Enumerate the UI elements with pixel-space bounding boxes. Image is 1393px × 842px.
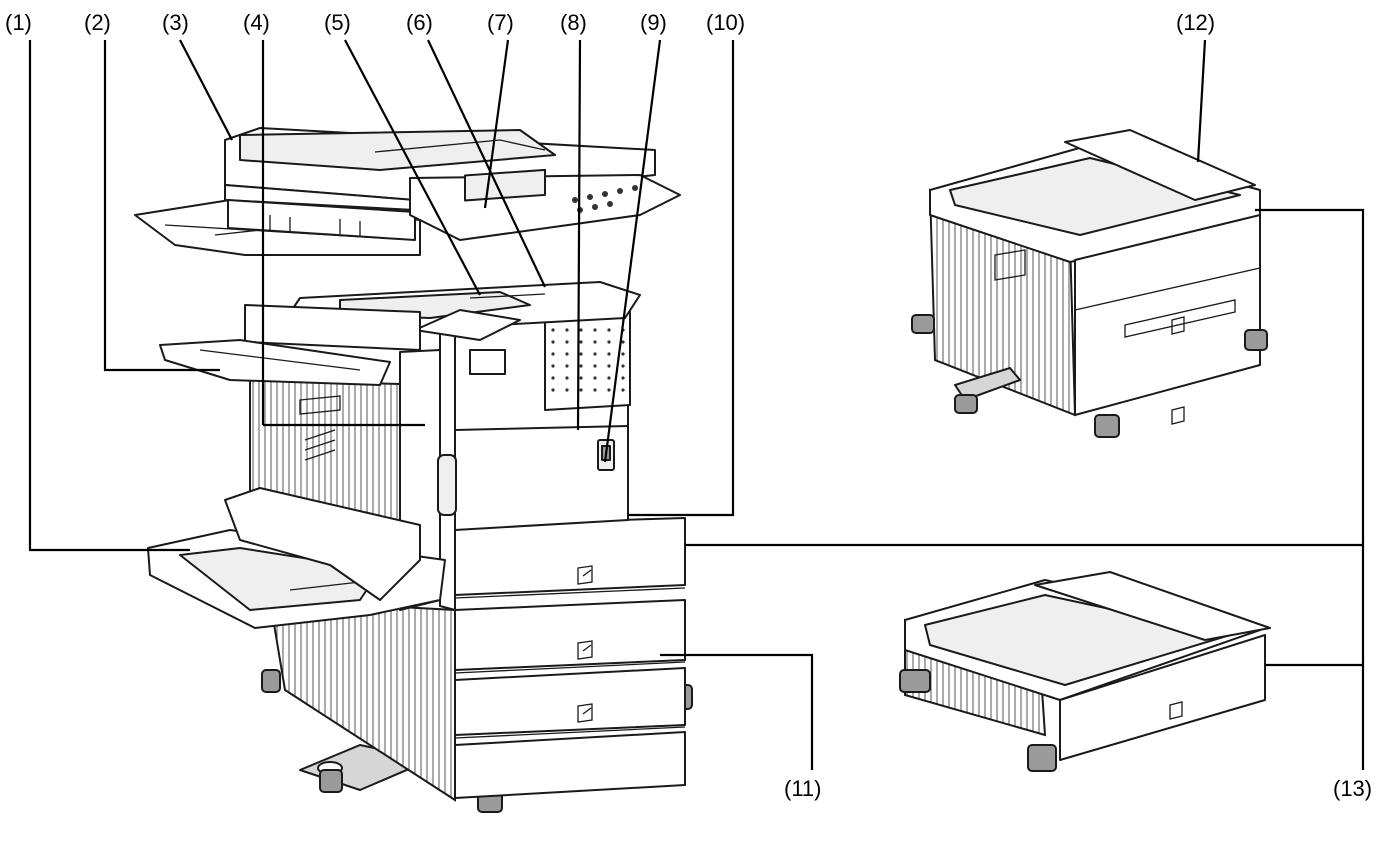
main-body [439,293,631,611]
stand-desk-illustration [911,129,1268,438]
main-copier-illustration [134,127,693,813]
callout-6: (6) [406,10,433,35]
callout-2: (2) [84,10,111,35]
leader-2 [103,40,220,372]
callout-3: (3) [162,10,189,35]
callout-8: (8) [560,10,587,35]
operation-panel [409,168,681,241]
callout-labels: (1) (2) (3) (4) (5) (6) (7) (8) (9) (10)… [5,10,1372,801]
leader-10 [628,40,735,517]
paper-tray-stack [454,517,686,799]
callout-10: (10) [706,10,745,35]
leader-7 [483,39,510,209]
large-capacity-tray-illustration [899,571,1271,772]
callout-7: (7) [487,10,514,35]
callout-12: (12) [1176,10,1215,35]
leader-lines [28,39,1365,770]
leader-11 [660,653,814,770]
leader-5 [344,39,481,296]
leader-9 [603,39,662,463]
leader-1 [28,40,190,552]
callout-11: (11) [784,776,822,801]
leader-8 [576,39,582,431]
document-feeder-and-scanner [224,127,656,241]
callout-5: (5) [324,10,351,35]
leader-3 [179,39,233,141]
callout-13: (13) [1333,776,1372,801]
leader-13 [1255,208,1365,770]
bypass-tray [147,487,446,629]
leader-12 [1196,39,1207,163]
callout-9: (9) [640,10,667,35]
callout-1: (1) [5,10,32,35]
leader-6 [427,39,546,288]
callout-4: (4) [243,10,270,35]
